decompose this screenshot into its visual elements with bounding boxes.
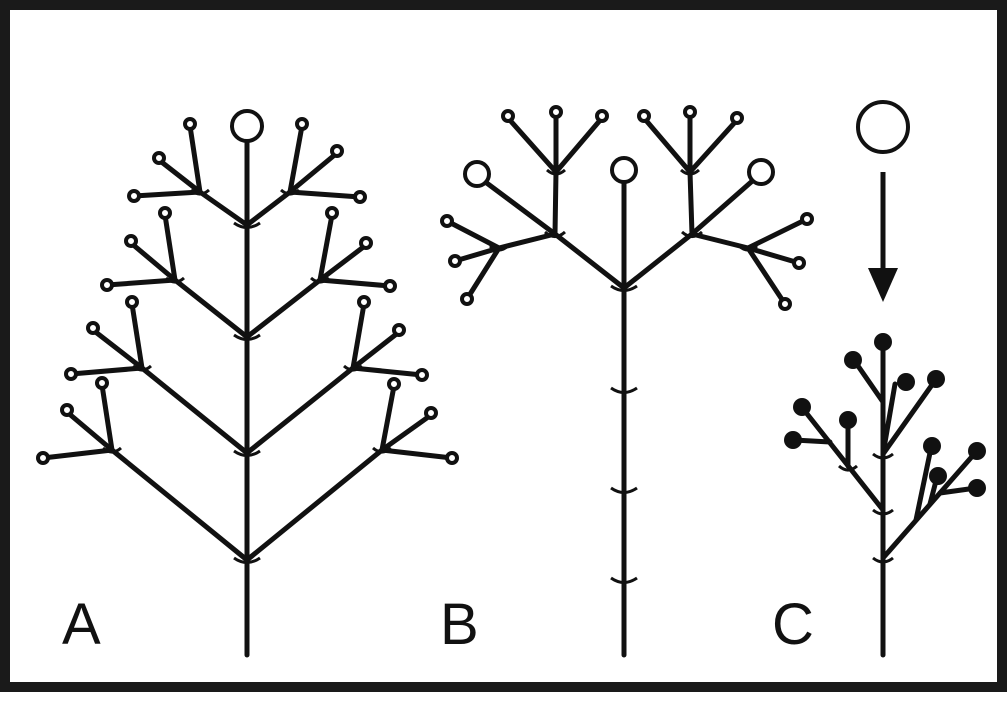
panel-b-terminal-flower [610,156,638,184]
panel-a-bracts [102,188,392,564]
panel-a-branch [244,447,385,563]
panel-c-transform [856,100,910,302]
panel-c-open-flower [856,100,910,154]
panel-c-bracts [838,452,894,564]
panel-a-branch [244,277,323,340]
panel-a-branch [172,277,250,340]
panel-a-terminal-flower [230,109,264,143]
panel-a-branch [109,447,250,563]
panel-c-flowers [784,333,986,497]
panel-b-diagram [444,111,810,658]
panel-b-bracts [489,168,758,584]
panel-a-diagram [40,123,455,658]
inflorescence-diagram: A B C [36,100,986,658]
panel-b-branch [552,231,627,291]
panel-b-flowers [440,105,814,311]
panel-a-branch [139,365,250,456]
panel-b-branch [621,231,695,291]
panel-a-branch [244,365,356,456]
panel-a-branch [244,189,293,228]
panel-a-branch [197,189,250,228]
panel-b-label: B [440,592,479,657]
panel-c-diagram [791,347,979,658]
arrow-down-icon [868,268,898,302]
panel-c-label: C [772,592,814,657]
panel-a-flowers [36,109,459,465]
panel-a-label: A [62,592,101,657]
